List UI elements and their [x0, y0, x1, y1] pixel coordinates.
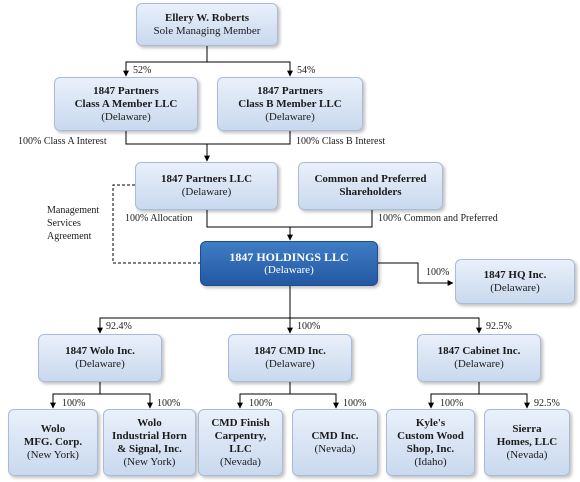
entity-name-line2: Homes, LLC [496, 436, 558, 448]
line-shareholders-holdings [290, 210, 373, 228]
pct-label-cmd: 100% [297, 321, 321, 332]
entity-name: CMD Inc. [311, 429, 359, 442]
pct-label-cmd-finish: 100% [249, 398, 273, 409]
line-management-services-agreement [112, 184, 200, 264]
entity-wolo-horn: Wolo Industrial Horn & Signal, Inc. (New… [103, 409, 196, 476]
entity-jurisdiction: (New York) [27, 449, 79, 461]
entity-name: 1847 Partners LLC [160, 173, 253, 185]
line-holdings-hq [378, 262, 454, 286]
line-roberts-class-b [207, 61, 293, 77]
entity-jurisdiction: (Nevada) [506, 449, 548, 461]
entity-1847-hq: 1847 HQ Inc. (Delaware) [455, 259, 575, 304]
line-cmd-inc [290, 393, 339, 409]
entity-name: 1847 HOLDINGS LLC [229, 249, 349, 264]
entity-jurisdiction: (Delaware) [490, 281, 540, 294]
line-cabinet-kyles [428, 382, 480, 409]
entity-1847-partners: 1847 Partners LLC (Delaware) [135, 162, 278, 210]
pct-label-kyles: 100% [440, 398, 464, 409]
entity-name-line1: Wolo [40, 423, 66, 435]
msa-line-2: Services [47, 218, 81, 229]
line-class-a-partners [125, 131, 210, 162]
entity-name: Ellery W. Roberts [164, 11, 250, 24]
entity-name: 1847 Wolo Inc. [65, 345, 135, 357]
msa-line-1: Management [47, 205, 100, 216]
entity-jurisdiction: (Delaware) [101, 110, 151, 123]
entity-jurisdiction: (Delaware) [75, 358, 125, 370]
entity-name: 1847 HQ Inc. [483, 268, 547, 281]
label-class-a-interest: 100% Class A Interest [18, 136, 107, 147]
entity-1847-wolo: 1847 Wolo Inc. (Delaware) [38, 334, 162, 382]
entity-name-line3: & Signal, Inc. [117, 442, 182, 455]
entity-jurisdiction: (Nevada) [314, 442, 356, 455]
entity-kyles-custom-wood: Kyle's Custom Wood Shop, Inc. (Idaho) [386, 409, 475, 476]
msa-line-3: Agreement [47, 231, 92, 242]
entity-jurisdiction: (Delaware) [181, 186, 232, 198]
entity-1847-cmd: 1847 CMD Inc. (Delaware) [228, 334, 352, 382]
line-holdings-wolo [97, 286, 291, 334]
line-wolo-mfg [50, 382, 101, 409]
entity-ellery-roberts: Ellery W. Roberts Sole Managing Member [136, 3, 278, 46]
line-class-b-partners [207, 131, 291, 145]
entity-sierra-homes: Sierra Homes, LLC (Nevada) [484, 409, 570, 476]
line-partners-holdings [206, 210, 293, 241]
label-allocation: 100% Allocation [125, 213, 193, 224]
pct-label-sierra: 92.5% [534, 398, 560, 409]
entity-name-line1: Wolo [137, 416, 162, 429]
line-roberts-class-a [123, 46, 208, 77]
pct-label-cabinet: 92.5% [486, 321, 512, 332]
line-cmd-finish [237, 382, 291, 409]
entity-name-line2: Custom Wood [397, 429, 464, 442]
entity-jurisdiction: (Delaware) [265, 110, 315, 123]
entity-name: 1847 Cabinet Inc. [437, 345, 521, 357]
entity-wolo-mfg: Wolo MFG. Corp. (New York) [8, 409, 98, 476]
entity-name-line3: Shop, Inc. [406, 442, 455, 455]
entity-name: 1847 CMD Inc. [254, 345, 326, 357]
pct-label-class-b: 54% [297, 65, 316, 76]
entity-cmd-inc: CMD Inc. (Nevada) [292, 409, 378, 476]
entity-jurisdiction: (Delaware) [454, 358, 504, 370]
label-class-b-interest: 100% Class B Interest [296, 136, 386, 147]
label-management-services: Management Services Agreement [47, 204, 99, 243]
entity-name-line2: Class B Member LLC [238, 97, 342, 110]
line-cabinet-sierra [479, 393, 530, 409]
entity-jurisdiction: (Delaware) [265, 358, 315, 370]
entity-1847-holdings: 1847 HOLDINGS LLC (Delaware) [200, 241, 378, 286]
pct-label-wolo: 92.4% [106, 321, 132, 332]
entity-name-line1: 1847 Partners [257, 84, 323, 97]
pct-label-wolo-mfg: 100% [62, 398, 86, 409]
pct-label-hq: 100% [426, 267, 450, 278]
line-holdings-cabinet [290, 317, 482, 334]
label-common-preferred: 100% Common and Preferred [378, 213, 498, 224]
entity-1847-cabinet: 1847 Cabinet Inc. (Delaware) [417, 334, 541, 382]
entity-jurisdiction: (Nevada) [220, 455, 261, 468]
entity-jurisdiction: (New York) [123, 455, 176, 468]
entity-name-line1: CMD Finish [211, 416, 270, 429]
entity-name-line2: Industrial Horn [112, 429, 187, 442]
pct-label-class-a: 52% [133, 65, 152, 76]
entity-name-line2: Carpentry, [214, 429, 267, 442]
entity-name-line2: Shareholders [339, 186, 402, 198]
pct-label-wolo-horn: 100% [157, 398, 181, 409]
entity-shareholders: Common and Preferred Shareholders [298, 162, 443, 210]
entity-name-line1: Kyle's [415, 416, 446, 429]
line-wolo-horn [100, 393, 153, 409]
entity-role: Sole Managing Member [153, 24, 261, 37]
entity-name-line1: 1847 Partners [93, 84, 159, 97]
entity-name-line2: Class A Member LLC [74, 97, 178, 110]
entity-name-line3: LLC [229, 442, 252, 455]
entity-name-line1: Sierra [512, 423, 542, 435]
entity-name-line2: MFG. Corp. [23, 436, 83, 448]
entity-class-b-member: 1847 Partners Class B Member LLC (Delawa… [217, 77, 363, 131]
entity-cmd-finish: CMD Finish Carpentry, LLC (Nevada) [198, 409, 283, 476]
entity-jurisdiction: (Idaho) [414, 455, 447, 468]
entity-jurisdiction: (Delaware) [264, 263, 314, 276]
entity-class-a-member: 1847 Partners Class A Member LLC (Delawa… [54, 77, 198, 131]
entity-name-line1: Common and Preferred [314, 173, 427, 185]
pct-label-cmd-inc: 100% [343, 398, 367, 409]
